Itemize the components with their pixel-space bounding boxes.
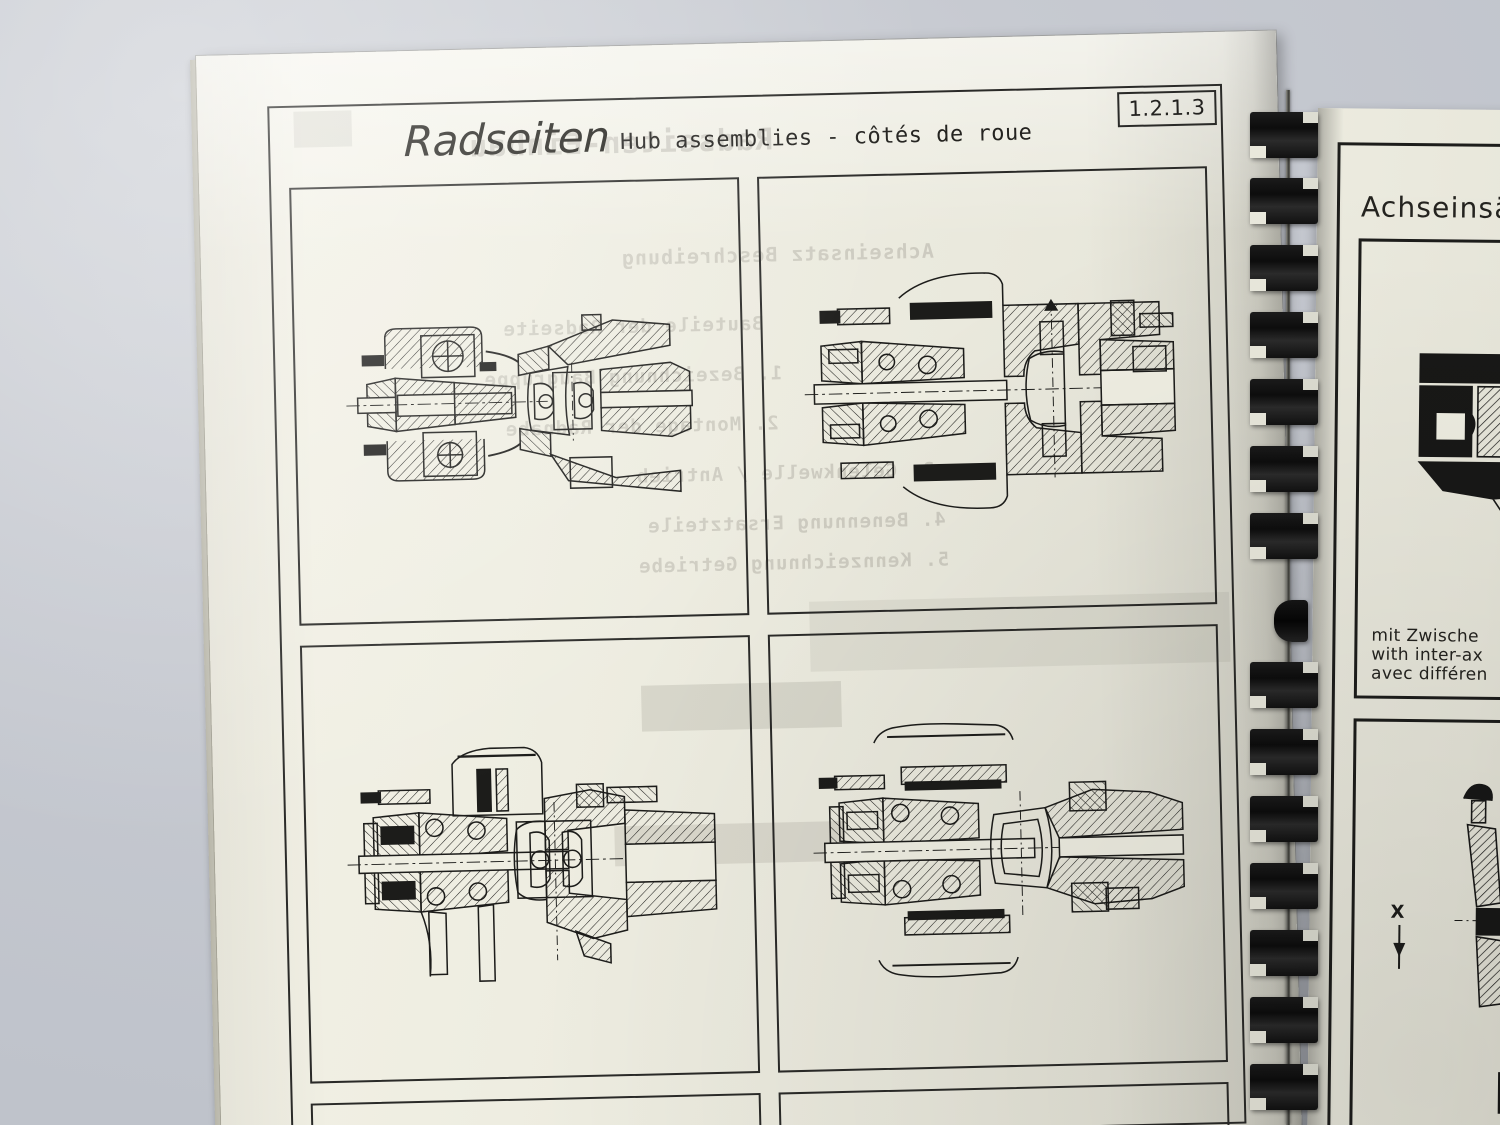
hub-assembly-drawing-3 (302, 637, 758, 1081)
hub-assembly-drawing-5 (313, 1095, 769, 1125)
comb-binding (1240, 0, 1348, 1125)
binding-tooth (1250, 513, 1318, 559)
binding-tooth (1250, 930, 1318, 976)
binding-tooth (1250, 863, 1318, 909)
hub-assembly-drawing-4 (770, 626, 1226, 1070)
binding-tooth (1250, 1064, 1318, 1110)
figure-panel (310, 1092, 771, 1125)
binding-tooth (1250, 312, 1318, 358)
figure-panel (289, 177, 750, 626)
binding-tooth (1250, 379, 1318, 425)
figure-panel (299, 635, 761, 1084)
binding-tooth-open (1274, 600, 1308, 642)
dimension-marker-x: X (1390, 902, 1409, 975)
right-page-figure-panel-1: mit Zwische with inter-ax avec différen (1353, 238, 1500, 703)
figure-panel-grid (289, 166, 1239, 1125)
caption-line-fr: avec différen (1370, 663, 1488, 685)
right-page-title: Achseinsätze (1360, 190, 1500, 226)
hub-assembly-drawing-2 (759, 168, 1215, 612)
binding-tooth (1250, 729, 1318, 775)
binding-tooth (1250, 662, 1318, 708)
page-number-badge: 1.2.1.3 (1117, 89, 1217, 128)
page-title-german: Radseiten (403, 112, 611, 167)
figure-panel (767, 624, 1228, 1073)
figure-panel (757, 166, 1218, 615)
hub-assembly-drawing-6 (781, 1084, 1237, 1125)
caption-line-en: with inter-ax (1371, 644, 1484, 666)
binding-tooth (1250, 112, 1318, 158)
hub-assembly-drawing-1 (291, 179, 747, 623)
binding-tooth (1250, 796, 1318, 842)
binding-tooth (1250, 245, 1318, 291)
binding-tooth (1250, 997, 1318, 1043)
right-page-figure-panel-2: X (1349, 718, 1500, 1125)
binding-tooth (1250, 178, 1318, 224)
left-page: Radseiten-Einbau Achseinsatz Beschreibun… (196, 30, 1302, 1125)
caption-line-de: mit Zwische (1371, 625, 1480, 647)
page-title-subtitle: Hub assemblies - côtés de roue (619, 120, 1033, 156)
figure-panel (778, 1081, 1239, 1125)
binding-tooth (1250, 446, 1318, 492)
right-page-caption: mit Zwische with inter-ax avec différen (1370, 625, 1488, 685)
page-printed-frame: Radseiten Hub assemblies - côtés de roue… (267, 83, 1247, 1125)
